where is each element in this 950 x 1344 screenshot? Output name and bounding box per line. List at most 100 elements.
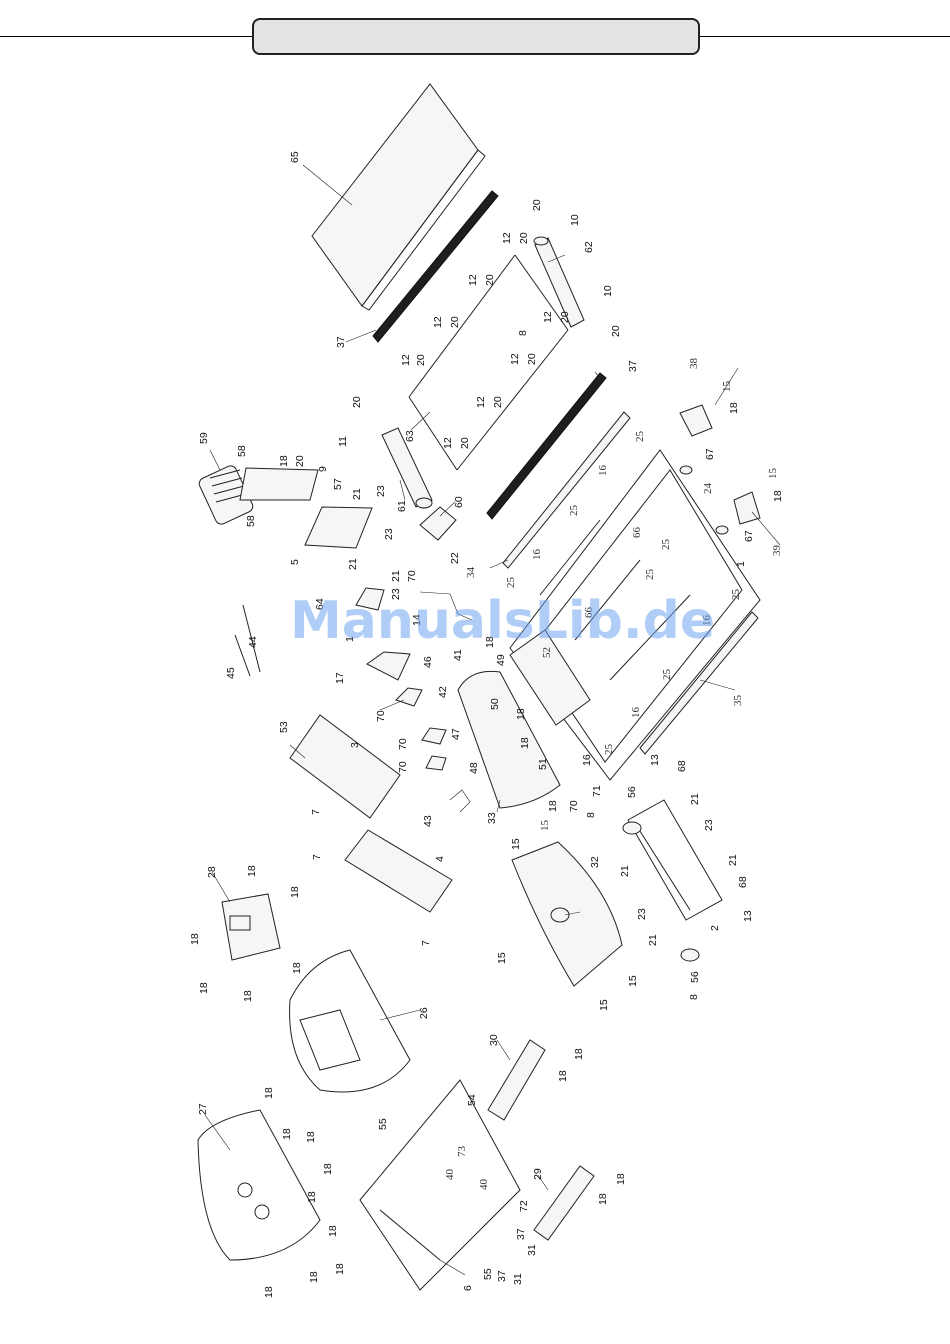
label-18: 18: [557, 1070, 569, 1082]
label-70: 70: [406, 570, 418, 582]
rear-frame-2: [627, 799, 723, 921]
label-52: 52: [541, 647, 553, 658]
label-25: 25: [603, 744, 615, 756]
label-22: 22: [449, 552, 461, 564]
label-38: 38: [688, 358, 700, 370]
label-58: 58: [245, 515, 257, 527]
cable-43: [449, 789, 471, 813]
motor-cover-60: [419, 506, 457, 541]
label-18: 18: [772, 490, 784, 502]
label-37: 37: [627, 360, 639, 372]
label-18: 18: [291, 962, 303, 974]
label-15: 15: [510, 838, 522, 850]
motor-plate-52: [509, 629, 591, 726]
label-20: 20: [294, 455, 306, 467]
label-4: 4: [434, 856, 446, 862]
label-30: 30: [488, 1034, 500, 1046]
box-47: [421, 727, 447, 745]
foot-38: [679, 404, 713, 437]
label-3: 3: [349, 742, 361, 748]
label-65: 65: [289, 151, 301, 163]
label-18: 18: [305, 1131, 317, 1143]
label-7: 7: [310, 809, 322, 815]
label-25: 25: [634, 431, 646, 443]
label-25: 25: [660, 539, 672, 551]
label-23: 23: [383, 528, 395, 540]
label-21: 21: [390, 570, 402, 582]
label-23: 23: [375, 485, 387, 497]
label-12: 12: [542, 311, 554, 323]
cover-32: [511, 841, 623, 987]
label-53: 53: [278, 721, 290, 733]
header-rule-right: [698, 36, 950, 37]
running-deck-65: [311, 83, 486, 311]
label-72: 72: [518, 1200, 530, 1212]
label-32: 32: [589, 856, 601, 868]
label-56: 56: [689, 971, 701, 983]
label-61: 61: [396, 500, 408, 512]
label-21: 21: [647, 934, 659, 946]
motor-bracket-9: [239, 467, 319, 501]
side-rail-35: [639, 611, 759, 755]
label-8: 8: [517, 330, 529, 336]
label-23: 23: [703, 819, 715, 831]
rod-44-45: [234, 604, 261, 677]
label-39: 39: [771, 545, 783, 557]
label-44: 44: [247, 636, 259, 648]
label-21: 21: [619, 865, 631, 877]
label-13: 13: [649, 754, 661, 766]
label-21: 21: [727, 854, 739, 866]
label-20: 20: [459, 437, 471, 449]
label-48: 48: [468, 762, 480, 774]
deck-rail-37-right: [486, 372, 607, 520]
label-23: 23: [390, 588, 402, 600]
label-18: 18: [728, 402, 740, 414]
label-18: 18: [484, 636, 496, 648]
label-26: 26: [418, 1007, 430, 1019]
label-12: 12: [475, 396, 487, 408]
box-46: [366, 651, 411, 681]
label-73: 73: [456, 1146, 468, 1158]
label-40: 40: [444, 1169, 456, 1181]
label-12: 12: [432, 316, 444, 328]
label-15: 15: [539, 820, 551, 832]
label-43: 43: [422, 815, 434, 827]
label-70: 70: [375, 710, 387, 722]
deck-rail-37-left: [372, 190, 499, 343]
rear-roller-62: [533, 236, 585, 328]
label-46: 46: [422, 656, 434, 668]
label-18: 18: [308, 1271, 320, 1283]
label-31: 31: [526, 1244, 538, 1256]
label-56: 56: [626, 786, 638, 798]
label-66: 66: [583, 607, 595, 619]
console-28: [221, 893, 281, 961]
label-55: 55: [377, 1118, 389, 1130]
label-16: 16: [630, 707, 642, 719]
label-18: 18: [327, 1225, 339, 1237]
header-rule-left: [0, 36, 252, 37]
label-59: 59: [198, 432, 210, 444]
label-31: 31: [512, 1273, 524, 1285]
label-64: 64: [314, 598, 326, 610]
label-70: 70: [568, 800, 580, 812]
label-20: 20: [351, 396, 363, 408]
upright-frame-6: [359, 1079, 521, 1291]
label-12: 12: [442, 437, 454, 449]
label-16: 16: [597, 465, 609, 477]
leader-lines: [204, 164, 781, 1276]
shroud-26: [289, 949, 411, 1093]
foot-39: [733, 491, 761, 525]
label-1: 1: [344, 636, 356, 642]
label-67: 67: [743, 530, 755, 542]
label-15: 15: [598, 999, 610, 1011]
label-18: 18: [322, 1163, 334, 1175]
label-42: 42: [437, 686, 449, 698]
label-10: 10: [602, 285, 614, 297]
label-13: 13: [742, 910, 754, 922]
label-25: 25: [644, 569, 656, 581]
belt-outline-63: [408, 254, 569, 471]
label-55: 55: [482, 1268, 494, 1280]
label-47: 47: [450, 728, 462, 740]
label-57: 57: [332, 478, 344, 490]
